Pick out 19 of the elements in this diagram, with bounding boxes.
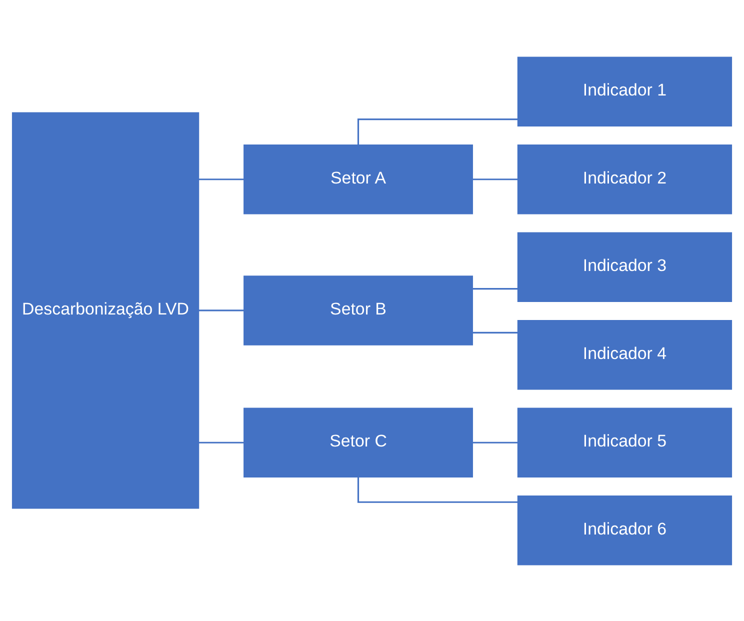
connector — [472, 331, 518, 333]
node-box: Indicador 6 — [517, 495, 732, 565]
connector — [357, 118, 518, 144]
node-box: Descarbonização LVD — [12, 112, 200, 508]
connector — [198, 178, 244, 180]
connector — [198, 309, 244, 311]
connector — [472, 441, 518, 443]
node-box: Indicador 2 — [517, 144, 732, 214]
connector — [472, 178, 518, 180]
node-box: Indicador 3 — [517, 232, 732, 302]
node-box: Setor B — [244, 275, 473, 345]
node-box: Setor A — [244, 144, 473, 214]
connector — [198, 441, 244, 443]
node-box: Indicador 1 — [517, 56, 732, 126]
node-box: Indicador 5 — [517, 407, 732, 478]
connector — [357, 476, 518, 502]
node-box: Indicador 4 — [517, 319, 732, 390]
connector — [472, 288, 518, 290]
node-box: Setor C — [244, 407, 473, 478]
